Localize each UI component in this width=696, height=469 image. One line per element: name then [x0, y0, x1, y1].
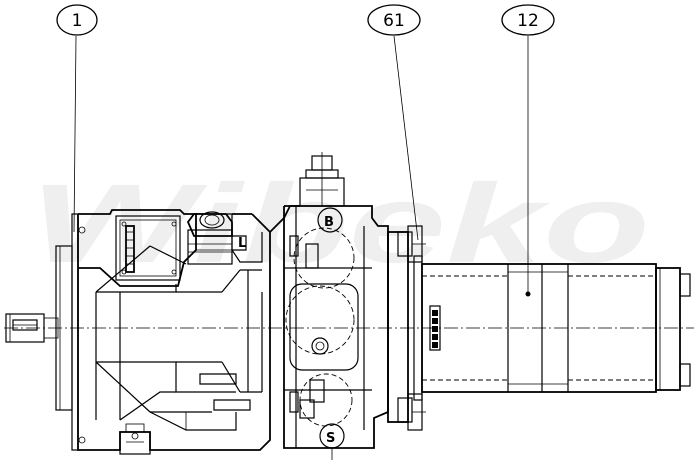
port-l-fitting — [186, 211, 247, 265]
callout-12-label: 12 — [517, 11, 539, 31]
gear-pump — [421, 263, 691, 393]
watermark-text: Wibeko — [30, 161, 650, 286]
callout-1: 1 — [56, 4, 98, 233]
callout-61: 61 — [367, 4, 421, 241]
callout-1-label: 1 — [72, 11, 83, 31]
pump-housing — [77, 205, 300, 455]
callout-61-label: 61 — [383, 11, 405, 31]
drive-shaft — [5, 313, 59, 343]
port-l-label: L — [238, 236, 246, 251]
callout-12: 12 — [501, 4, 555, 294]
port-b-label: B — [324, 215, 334, 230]
port-s-label: S — [326, 431, 335, 446]
